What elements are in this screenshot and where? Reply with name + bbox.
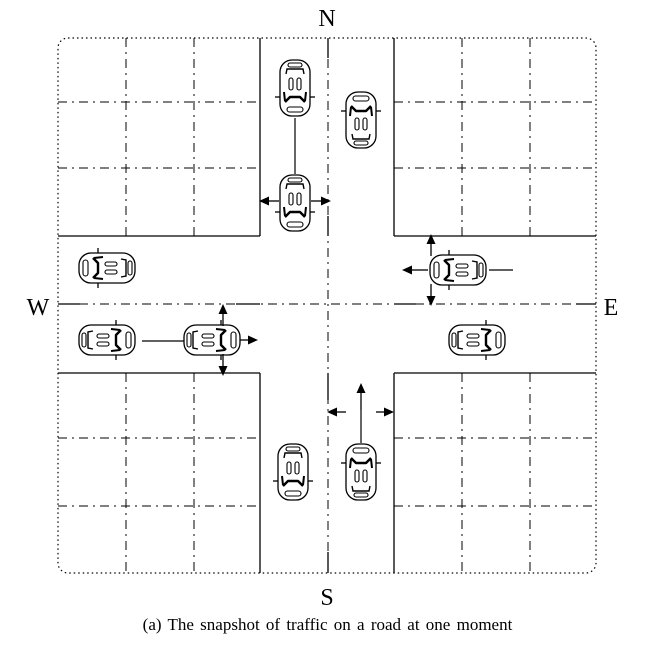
vehicle-v3: [275, 174, 315, 232]
movement-arrow: [426, 234, 436, 256]
movement-arrow: [218, 304, 228, 326]
vehicle-v8: [448, 320, 506, 360]
movement-arrow: [356, 383, 366, 410]
vehicle-v10: [341, 443, 381, 501]
south-label: S: [320, 585, 333, 611]
north-label: N: [318, 6, 335, 32]
west-label: W: [27, 295, 50, 321]
vehicle-v7: [183, 320, 241, 360]
vehicle-v5: [429, 250, 487, 290]
vehicle-v1: [275, 59, 315, 117]
grid-lines: [57, 37, 597, 574]
figure-caption: (a) The snapshot of traffic on a road at…: [142, 615, 513, 634]
movement-arrow: [376, 407, 394, 417]
movement-arrow: [311, 196, 331, 206]
map-border: [57, 37, 597, 574]
movement-arrow: [327, 407, 346, 417]
movement-arrow: [402, 265, 428, 275]
east-label: E: [604, 295, 619, 321]
vehicle-v9: [273, 443, 313, 501]
vehicle-links: [142, 118, 513, 443]
vehicles: [78, 59, 506, 501]
movement-arrow: [218, 354, 228, 376]
vehicle-v2: [341, 91, 381, 149]
road-lines: [58, 38, 596, 573]
movement-arrows: [218, 196, 436, 417]
vehicle-v4: [78, 248, 136, 288]
movement-arrow: [426, 284, 436, 306]
vehicle-v6: [78, 320, 136, 360]
movement-arrow: [240, 335, 258, 345]
movement-arrow: [259, 196, 279, 206]
